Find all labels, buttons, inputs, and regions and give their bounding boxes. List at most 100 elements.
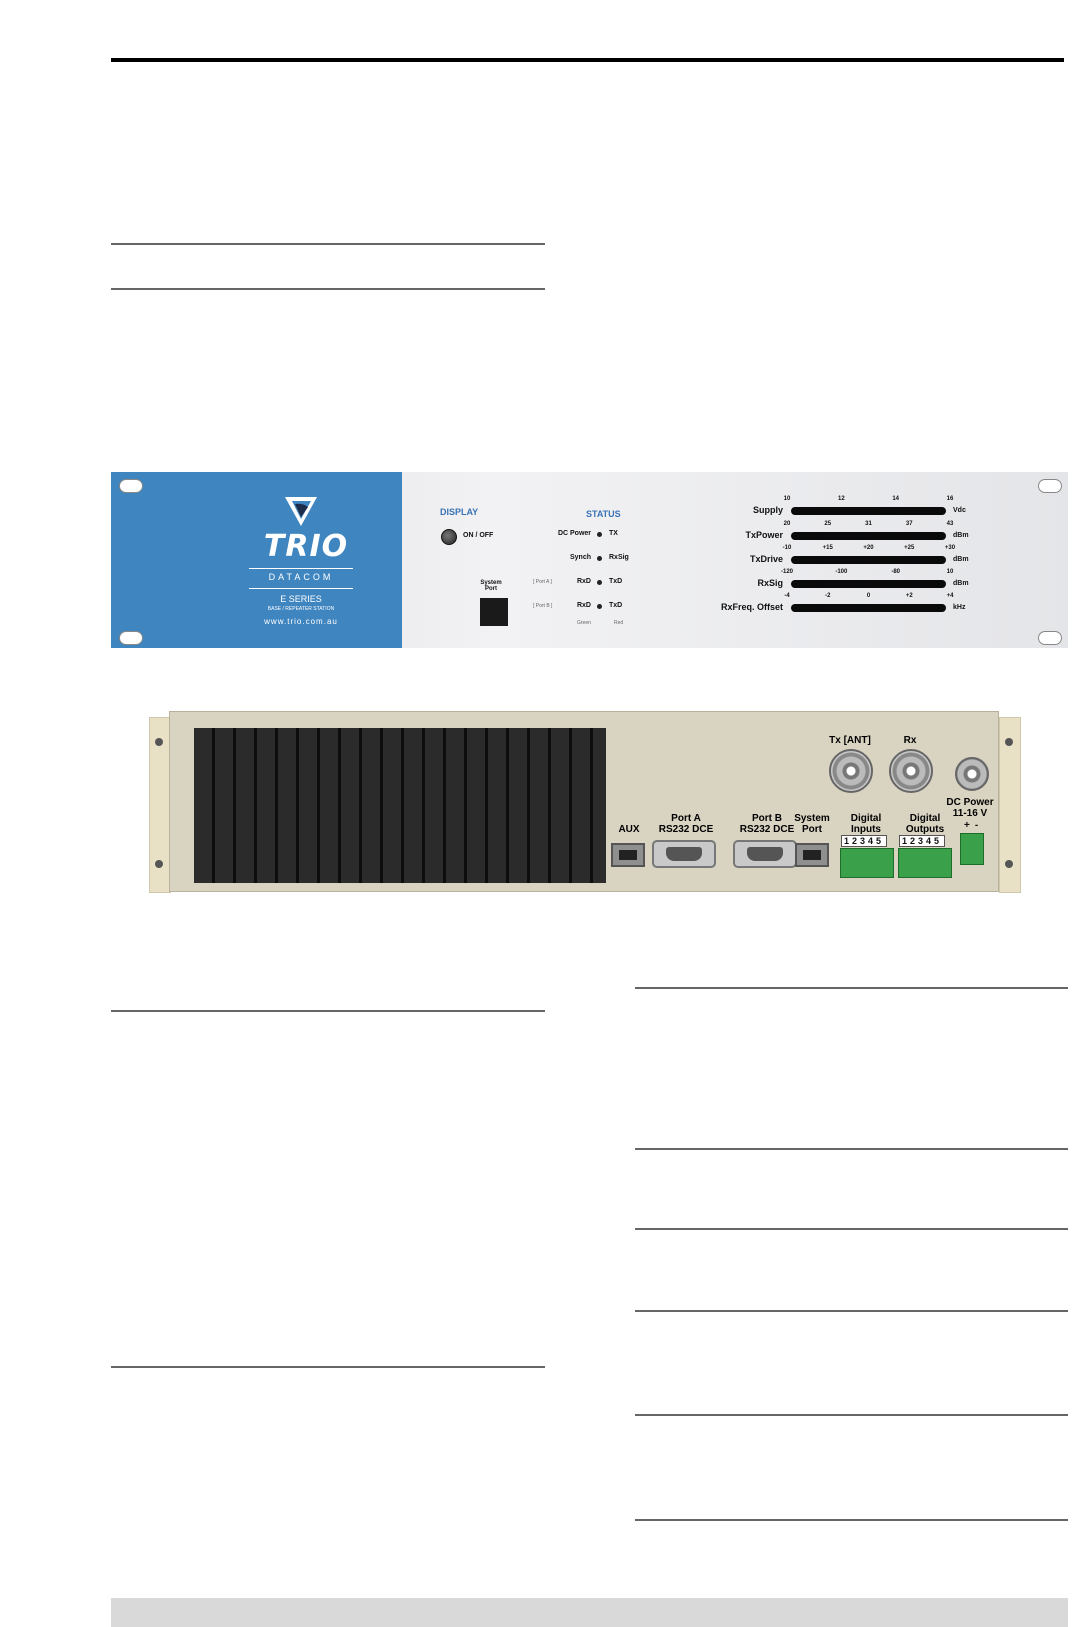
trio-logo-icon [285, 497, 317, 526]
system-port-rear[interactable] [795, 843, 829, 867]
meter-scale-tick: 12 [837, 496, 845, 502]
status-heading: STATUS [586, 509, 621, 519]
led-color-legend-green: Green [577, 620, 591, 626]
status-label-left: Synch [569, 554, 591, 561]
status-label-right: TX [609, 530, 618, 537]
status-led-icon [597, 604, 602, 609]
port-a-connector[interactable] [652, 840, 716, 868]
brand-divider [249, 588, 353, 589]
meter-unit: dBm [953, 556, 969, 563]
meter-scale-tick: -100 [835, 569, 848, 575]
display-heading: DISPLAY [440, 507, 479, 517]
port-b-connector[interactable] [733, 840, 797, 868]
status-label-right: RxSig [609, 554, 629, 561]
status-label-right: TxD [609, 602, 623, 609]
meter-label: RxSig [757, 578, 783, 588]
meter-scale-tick: -120 [780, 569, 794, 575]
meter-scale-tick: +30 [944, 545, 956, 551]
rear-panel-body: AUX Port A RS232 DCE Port B RS232 DCE Sy… [169, 711, 999, 892]
status-led-icon [597, 580, 602, 585]
rack-mount-hole [119, 479, 143, 493]
dc-power-terminal[interactable] [960, 833, 984, 865]
meter-scale-tick: -10 [782, 545, 792, 551]
meter-scale-tick: 10 [783, 496, 791, 502]
aux-port[interactable] [611, 843, 645, 867]
footer-bar [111, 1598, 1068, 1627]
station-label: BASE / REPEATER STATION [267, 606, 335, 612]
section-rule-left-3 [111, 1010, 545, 1012]
section-rule-left-4 [111, 1366, 545, 1368]
meter-scale-tick: +4 [946, 593, 954, 599]
screw-icon [155, 860, 163, 868]
status-label-left: RxD [576, 602, 591, 609]
section-rule-right-4 [635, 1310, 1068, 1312]
rack-mount-hole [1038, 631, 1062, 645]
meter-scale-tick: 20 [783, 521, 791, 527]
meter-scale: -4 -2 0 +2 +4 [784, 593, 953, 601]
section-rule-right-6 [635, 1519, 1068, 1521]
meter-scale-tick: -80 [891, 569, 900, 575]
system-port-rear-label: System Port [794, 813, 830, 835]
section-rule-right-5 [635, 1414, 1068, 1416]
rx-label: Rx [903, 735, 917, 746]
meter-scale-tick: +15 [822, 545, 833, 551]
brand-name: TRIO [263, 529, 349, 564]
status-label-left: DC Power [557, 530, 591, 537]
tx-antenna-connector[interactable] [829, 749, 873, 793]
tx-ant-label: Tx [ANT] [829, 735, 871, 746]
rear-panel-illustration: AUX Port A RS232 DCE Port B RS232 DCE Sy… [149, 711, 1021, 893]
meter-scale-tick: 0 [866, 593, 871, 599]
meter-scale-tick: +2 [905, 593, 913, 599]
heatsink-fins [194, 728, 606, 883]
meter-bar [791, 507, 946, 515]
meter-label: Supply [752, 505, 783, 515]
front-panel-illustration: TRIO DATACOM E SERIES BASE / REPEATER ST… [111, 472, 1068, 648]
led-color-legend-red: Red [614, 620, 624, 626]
system-port-socket[interactable] [480, 598, 508, 626]
front-panel-brand-area: TRIO DATACOM E SERIES BASE / REPEATER ST… [111, 472, 402, 648]
status-label-left: RxD [576, 578, 591, 585]
rack-mount-hole [119, 631, 143, 645]
system-port-label: System Port [480, 580, 502, 592]
port-a-label: Port A RS232 DCE [658, 813, 714, 835]
meter-bar [791, 580, 946, 588]
meter-scale-tick: 37 [905, 521, 913, 527]
brand-divider [249, 568, 353, 569]
digital-inputs-label: Digital Inputs [850, 813, 882, 835]
display-power-knob[interactable] [441, 529, 457, 545]
meter-scale: 10 12 14 16 [783, 496, 954, 504]
meter-scale-tick: 16 [946, 496, 954, 502]
status-port-tag: [ Port B ] [533, 603, 553, 609]
digital-outputs-terminal[interactable] [898, 848, 952, 878]
website-label: www.trio.com.au [264, 617, 338, 626]
meter-scale-tick: -4 [784, 593, 790, 599]
rack-ear-left [149, 717, 171, 893]
meter-bar [791, 604, 946, 612]
aux-label: AUX [618, 824, 640, 835]
status-led-icon [597, 532, 602, 537]
meter-scale-tick: +20 [863, 545, 874, 551]
digital-outputs-numbers: 12345 [899, 835, 946, 847]
onoff-label: ON / OFF [463, 532, 494, 539]
meter-label: TxPower [745, 530, 783, 540]
meter-scale-tick: 25 [824, 521, 832, 527]
digital-inputs-terminal[interactable] [840, 848, 894, 878]
section-rule-right-1 [635, 987, 1068, 989]
meter-unit: dBm [953, 580, 969, 587]
meter-scale-tick: 14 [892, 496, 899, 502]
meter-bar [791, 556, 946, 564]
rack-mount-hole [1038, 479, 1062, 493]
meter-bar [791, 532, 946, 540]
meter-scale-tick: 31 [865, 521, 872, 527]
dc-power-socket[interactable] [955, 757, 989, 791]
header-rule [111, 58, 1064, 62]
digital-outputs-label: Digital Outputs [905, 813, 945, 835]
status-port-tag: [ Port A ] [533, 579, 552, 585]
digital-inputs-numbers: 12345 [841, 835, 888, 847]
meter-scale-tick: -2 [825, 593, 831, 599]
dc-power-label: DC Power 11-16 V [946, 797, 994, 819]
screw-icon [1005, 738, 1013, 746]
rx-antenna-connector[interactable] [889, 749, 933, 793]
